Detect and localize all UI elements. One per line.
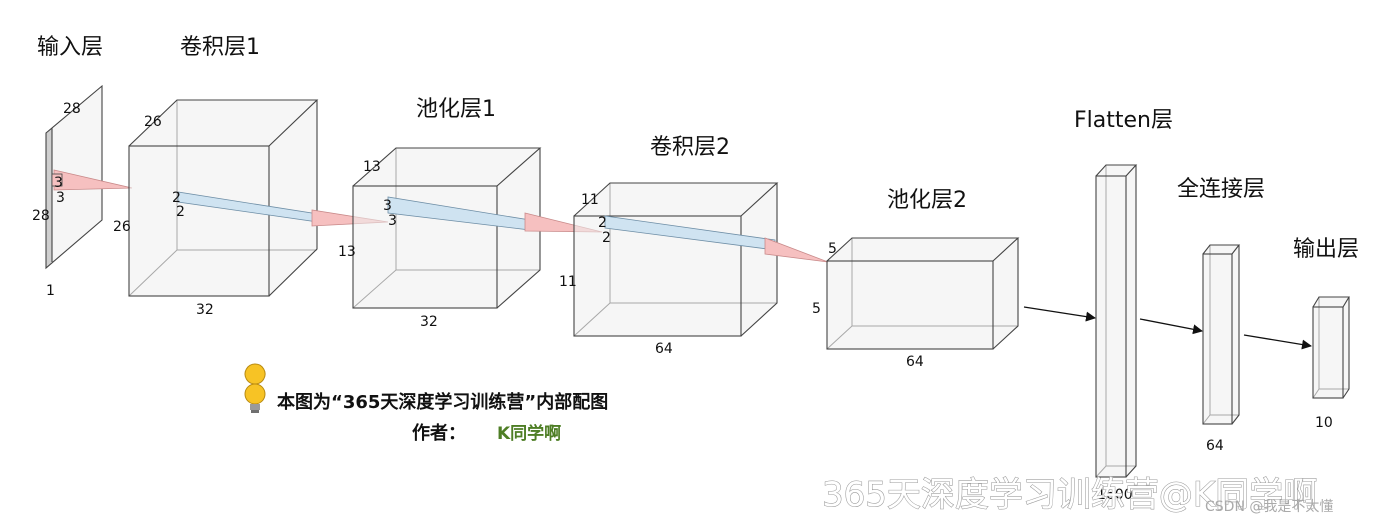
pool2-height-label: 5 (812, 301, 821, 317)
input-layer: 输入层 28 28 1 3 3 (32, 35, 133, 299)
input-kernel-label-b: 3 (56, 190, 65, 206)
watermark-text: 365天深度学习训练营@K同学啊 (822, 475, 1317, 515)
input-kernel-box (51, 173, 63, 187)
conv2-height-label: 11 (559, 274, 577, 290)
conv2-kernel-label-b: 2 (602, 230, 611, 246)
flatten-layer: Flatten层 1600 (1074, 108, 1173, 503)
conv1-height-label: 26 (113, 219, 131, 235)
input-layer-title: 输入层 (37, 35, 103, 60)
lightbulb-icon (244, 363, 266, 413)
pool2-layer-title: 池化层2 (887, 188, 967, 213)
conv1-kernel-label-a: 2 (172, 190, 181, 206)
input-kernel-label-a: 3 (54, 175, 63, 191)
conv1-layer-title: 卷积层1 (180, 35, 260, 60)
note-author-name: K同学啊 (497, 423, 561, 444)
pool1-layer: 池化层1 13 13 32 3 3 (338, 97, 603, 330)
input-depth-label: 1 (46, 283, 55, 299)
flatten-layer-title: Flatten层 (1074, 108, 1173, 133)
dense-layer-title: 全连接层 (1177, 177, 1265, 202)
pool1-channels-label: 32 (420, 314, 438, 330)
arrow-to-output (1243, 334, 1312, 350)
note-block: 本图为“365天深度学习训练营”内部配图 作者： K同学啊 (244, 363, 608, 444)
pool2-layer: 池化层2 5 5 64 (812, 188, 1020, 370)
flatten-units-label: 1600 (1097, 487, 1133, 503)
output-layer-title: 输出层 (1293, 237, 1359, 262)
conv1-channels-label: 32 (196, 302, 214, 318)
pool1-kernel-label-a: 3 (383, 198, 392, 214)
conv1-depth-label: 26 (144, 114, 162, 130)
pool2-channels-label: 64 (906, 354, 924, 370)
input-width-label: 28 (63, 101, 81, 117)
conv1-kernel-label-b: 2 (176, 204, 185, 220)
output-units-label: 10 (1315, 415, 1333, 431)
conv2-kernel-label-a: 2 (598, 215, 607, 231)
conv2-channels-label: 64 (655, 341, 673, 357)
arrow-to-flatten (1023, 306, 1096, 322)
arrow-to-dense (1139, 318, 1203, 335)
note-author-label: 作者： (412, 422, 466, 444)
csdn-mark: CSDN @我是不太懂 (1205, 499, 1333, 515)
conv1-layer: 卷积层1 26 26 32 2 2 (113, 35, 389, 318)
dense-layer: 全连接层 64 (1177, 177, 1265, 454)
pool1-depth-label: 13 (363, 159, 381, 175)
pool2-depth-label: 5 (828, 241, 837, 257)
note-line1: 本图为“365天深度学习训练营”内部配图 (277, 391, 608, 413)
conv2-layer-title: 卷积层2 (650, 135, 730, 160)
dense-units-label: 64 (1206, 438, 1224, 454)
conv2-kernel-cone (764, 237, 829, 263)
input-height-label: 28 (32, 208, 50, 224)
pool1-height-label: 13 (338, 244, 356, 260)
conv2-depth-label: 11 (581, 192, 599, 208)
pool1-layer-title: 池化层1 (416, 97, 496, 122)
conv2-layer: 卷积层2 11 11 64 2 2 (559, 135, 829, 357)
pool1-kernel-label-b: 3 (388, 213, 397, 229)
output-layer: 输出层 10 (1293, 237, 1359, 431)
